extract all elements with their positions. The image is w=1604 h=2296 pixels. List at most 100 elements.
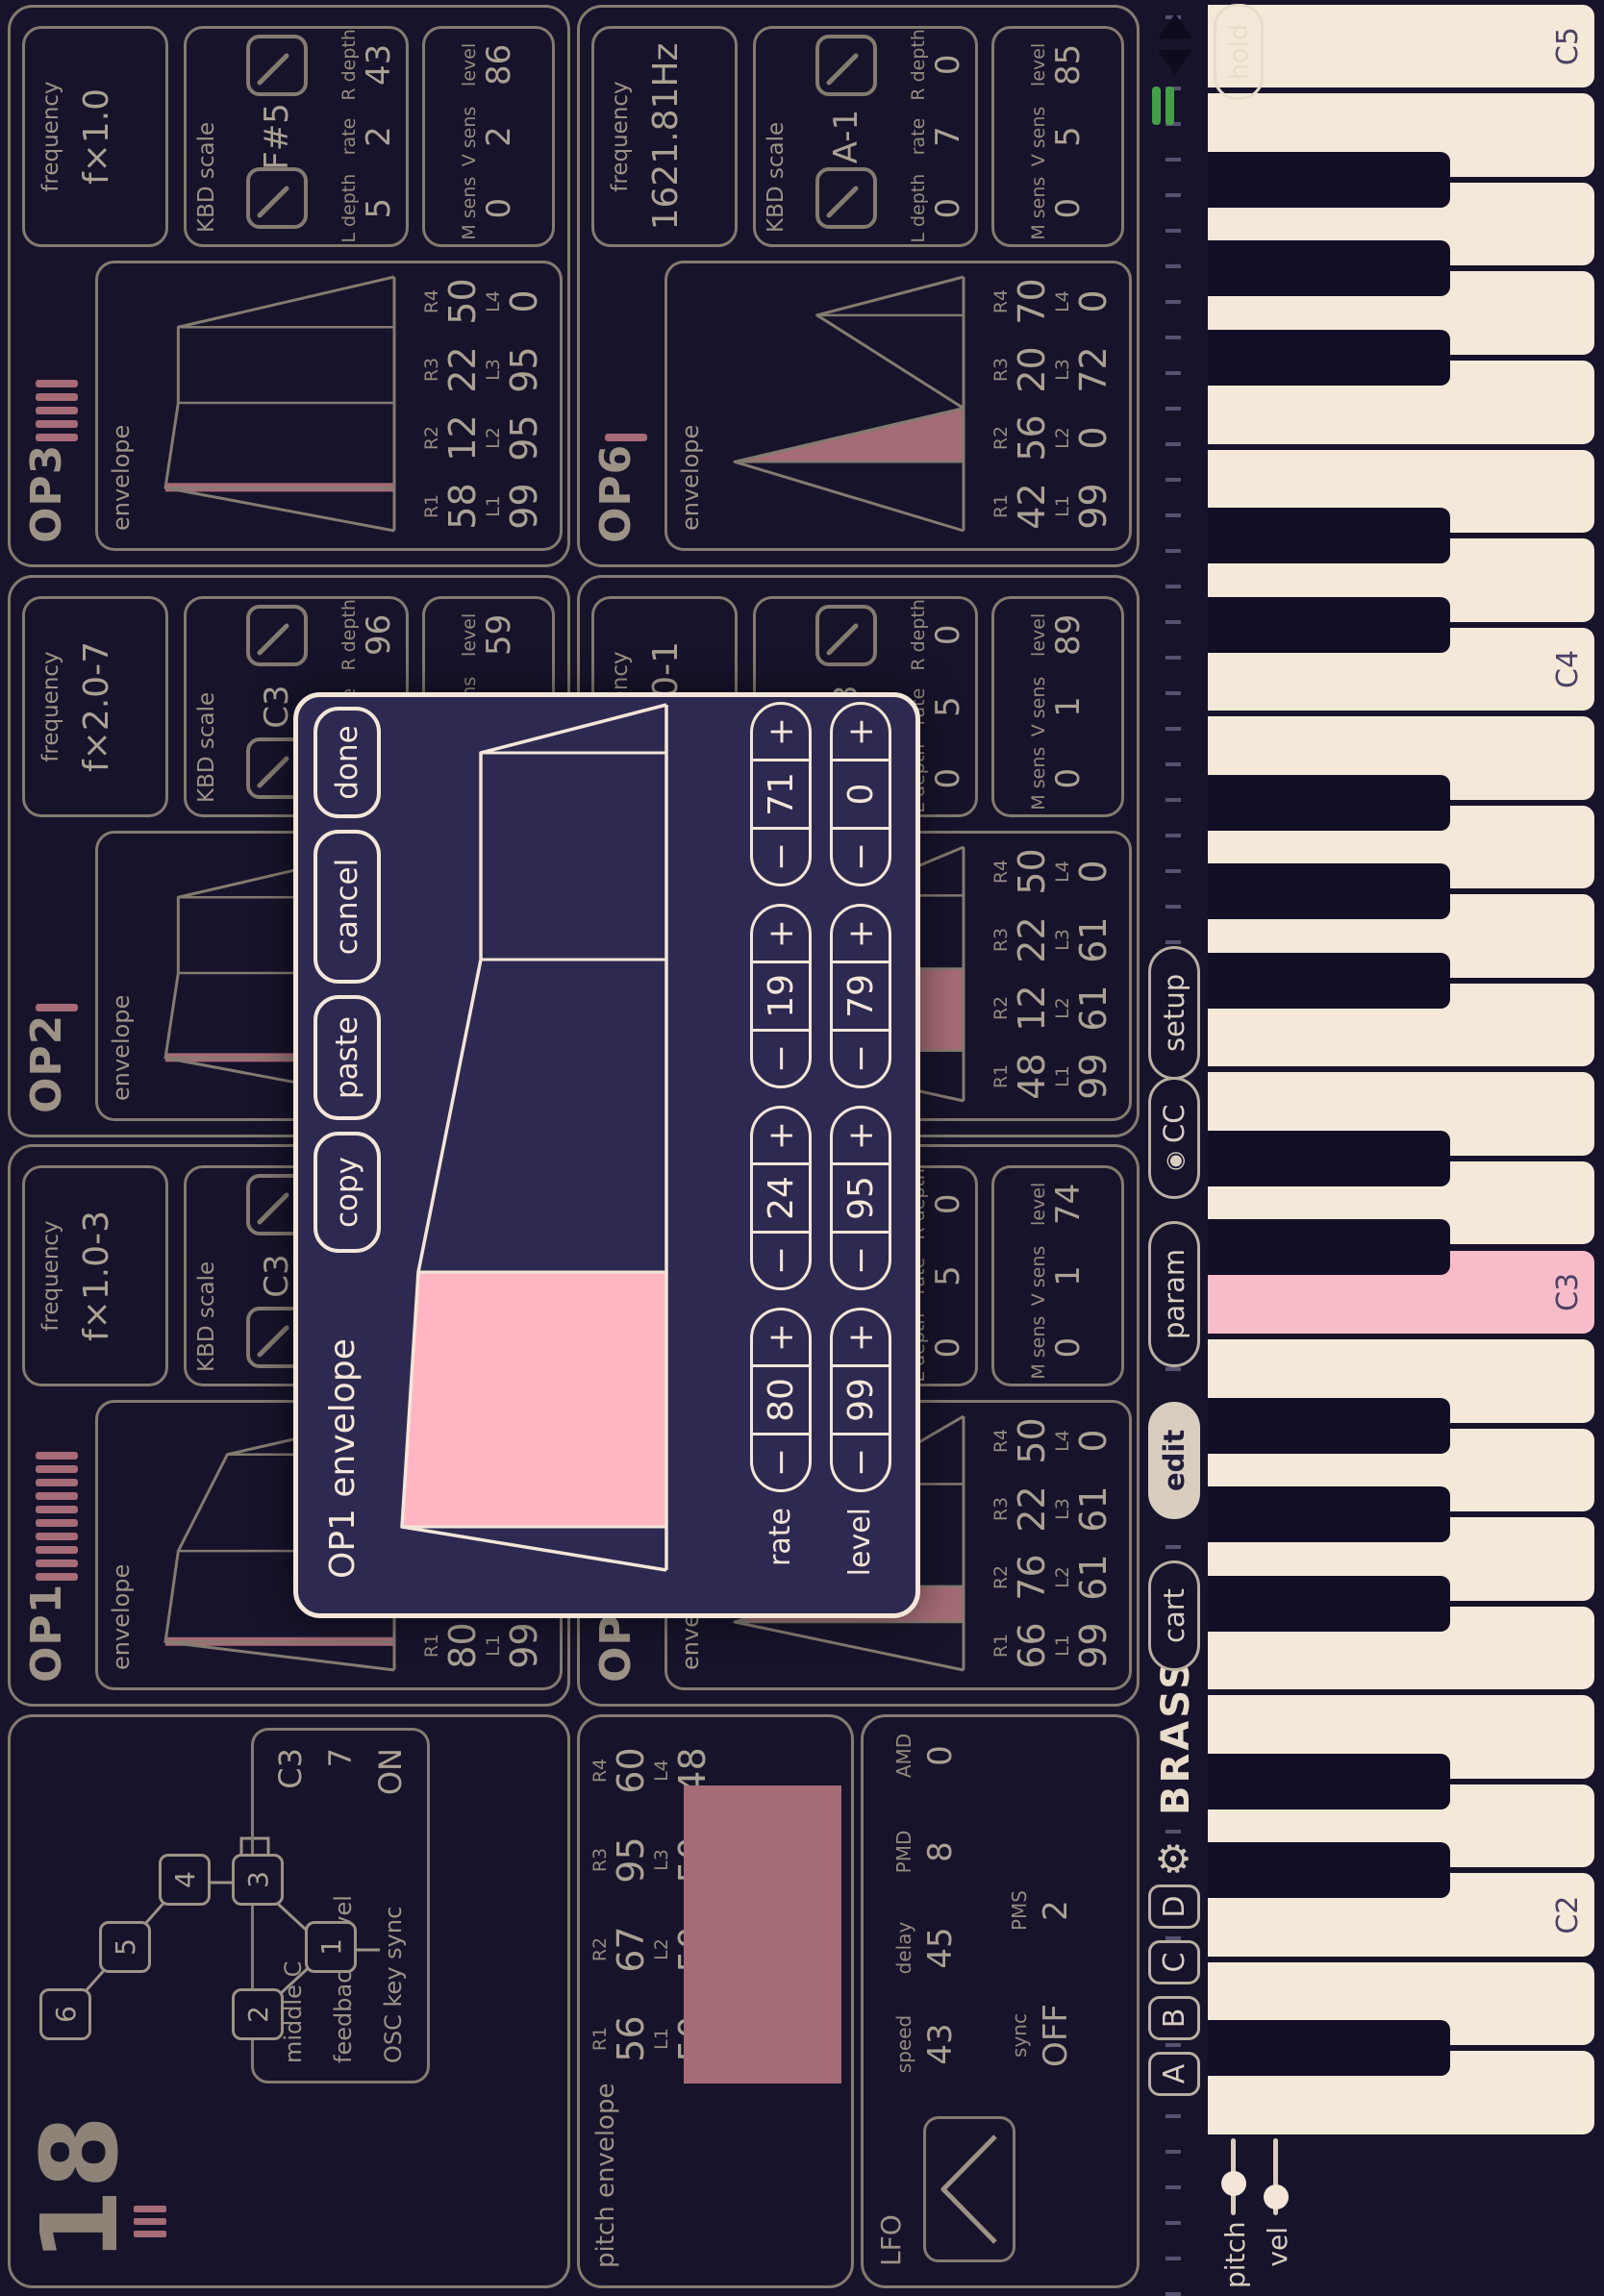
stepper-plus-button[interactable]: + xyxy=(840,1322,881,1353)
toolbar-button-param[interactable]: param xyxy=(1148,1220,1200,1367)
stepper-minus-button[interactable]: − xyxy=(761,1447,801,1478)
bank-button-b[interactable]: B xyxy=(1148,1996,1200,2040)
black-key-gs3[interactable] xyxy=(1208,863,1450,920)
bank-button-a[interactable]: A xyxy=(1148,2052,1200,2096)
black-key-gs2[interactable] xyxy=(1208,1486,1450,1543)
modal-cancel-button[interactable]: cancel xyxy=(313,830,381,984)
stepper-minus-button[interactable]: − xyxy=(840,841,881,872)
bank-button-d[interactable]: D xyxy=(1148,1884,1200,1929)
kbd-curve-right-icon[interactable] xyxy=(815,605,877,666)
env-level-label: L3 xyxy=(483,359,504,381)
scroll-left-icon[interactable] xyxy=(1158,50,1192,75)
modal-copy-button[interactable]: copy xyxy=(313,1132,381,1253)
stepper-plus-button[interactable]: + xyxy=(840,918,881,949)
vel-slider-knob[interactable] xyxy=(1264,2184,1289,2209)
kbd-curve-left-icon[interactable] xyxy=(246,167,308,229)
stepper-plus-button[interactable]: + xyxy=(840,1120,881,1151)
envelope-graph[interactable] xyxy=(133,263,417,544)
modal-paste-button[interactable]: paste xyxy=(313,995,381,1120)
modal-done-button[interactable]: done xyxy=(313,707,381,818)
kbd-curve-left-icon[interactable] xyxy=(246,1307,308,1368)
kbd-break-note[interactable]: C3 xyxy=(258,685,296,729)
stepper-minus-button[interactable]: − xyxy=(840,1043,881,1074)
kbd-curve-right-icon[interactable] xyxy=(246,1174,308,1235)
black-key-cs4[interactable] xyxy=(1208,596,1450,653)
bank-button-c[interactable]: C xyxy=(1148,1940,1200,1984)
kbd-curve-right-icon[interactable] xyxy=(246,35,308,96)
stepper-minus-button[interactable]: − xyxy=(840,1447,881,1478)
black-key-cs3[interactable] xyxy=(1208,1219,1450,1276)
frequency-value: 1621.81Hz xyxy=(646,42,686,231)
pitch-envelope-graph[interactable] xyxy=(684,1785,841,2084)
settings-gear-icon[interactable]: ⚙ xyxy=(1150,1840,1197,1877)
stepper-plus-button[interactable]: + xyxy=(761,1120,801,1151)
black-key-as1[interactable] xyxy=(1208,2020,1450,2077)
white-key-c5[interactable]: C5 xyxy=(1208,4,1594,88)
stepper-minus-button[interactable]: − xyxy=(761,1043,801,1074)
kbd-curve-left-icon[interactable] xyxy=(246,737,308,799)
kbd-break-note[interactable]: F#5 xyxy=(258,103,296,170)
stepper-plus-button[interactable]: + xyxy=(840,716,881,747)
scroll-right-icon[interactable] xyxy=(1158,13,1192,38)
kbd-curve-left-icon[interactable] xyxy=(815,167,877,229)
toolbar-button-cc[interactable]: ◉CC xyxy=(1148,1076,1200,1199)
black-key-ds2[interactable] xyxy=(1208,1753,1450,1809)
param-value: OFF xyxy=(1037,2004,1075,2067)
envelope-label: envelope xyxy=(108,994,135,1101)
black-key-as2[interactable] xyxy=(1208,1397,1450,1454)
stepper-plus-button[interactable]: + xyxy=(761,716,801,747)
op-level-bars xyxy=(605,434,647,441)
black-key-fs2[interactable] xyxy=(1208,1575,1450,1632)
kbd-col-label: R depth xyxy=(908,599,929,671)
envelope-graph[interactable] xyxy=(702,263,987,544)
black-key-fs4[interactable] xyxy=(1208,330,1450,386)
black-key-as4[interactable] xyxy=(1208,151,1450,208)
pitch-slider-knob[interactable] xyxy=(1221,2171,1246,2196)
sens-col-label: level xyxy=(1028,42,1049,87)
black-key-gs4[interactable] xyxy=(1208,240,1450,297)
stepper-minus-button[interactable]: − xyxy=(761,1245,801,1276)
kbd-break-note[interactable]: C3 xyxy=(258,1254,296,1298)
black-key-as3[interactable] xyxy=(1208,774,1450,831)
lfo-wave-box[interactable] xyxy=(923,2116,1015,2262)
stepper-plus-button[interactable]: + xyxy=(761,918,801,949)
black-key-cs2[interactable] xyxy=(1208,1842,1450,1899)
kbd-curve-right-icon[interactable] xyxy=(246,605,308,666)
stepper-minus-button[interactable]: − xyxy=(840,1245,881,1276)
kbd-curve-right-icon[interactable] xyxy=(815,35,877,96)
env-rate-label: R1 xyxy=(990,1633,1012,1659)
black-key-fs3[interactable] xyxy=(1208,952,1450,1009)
stepper-plus-button[interactable]: + xyxy=(761,1322,801,1353)
stepper-minus-button[interactable]: − xyxy=(761,841,801,872)
toolbar-button-edit[interactable]: edit xyxy=(1148,1401,1200,1519)
black-key-ds3[interactable] xyxy=(1208,1130,1450,1186)
black-key-ds4[interactable] xyxy=(1208,508,1450,564)
toolbar-button-cart[interactable]: cart xyxy=(1148,1560,1200,1671)
toolbar-button-setup[interactable]: setup xyxy=(1148,945,1200,1080)
hold-button[interactable]: hold xyxy=(1214,4,1264,100)
kbd-break-note[interactable]: A-1 xyxy=(827,109,865,164)
